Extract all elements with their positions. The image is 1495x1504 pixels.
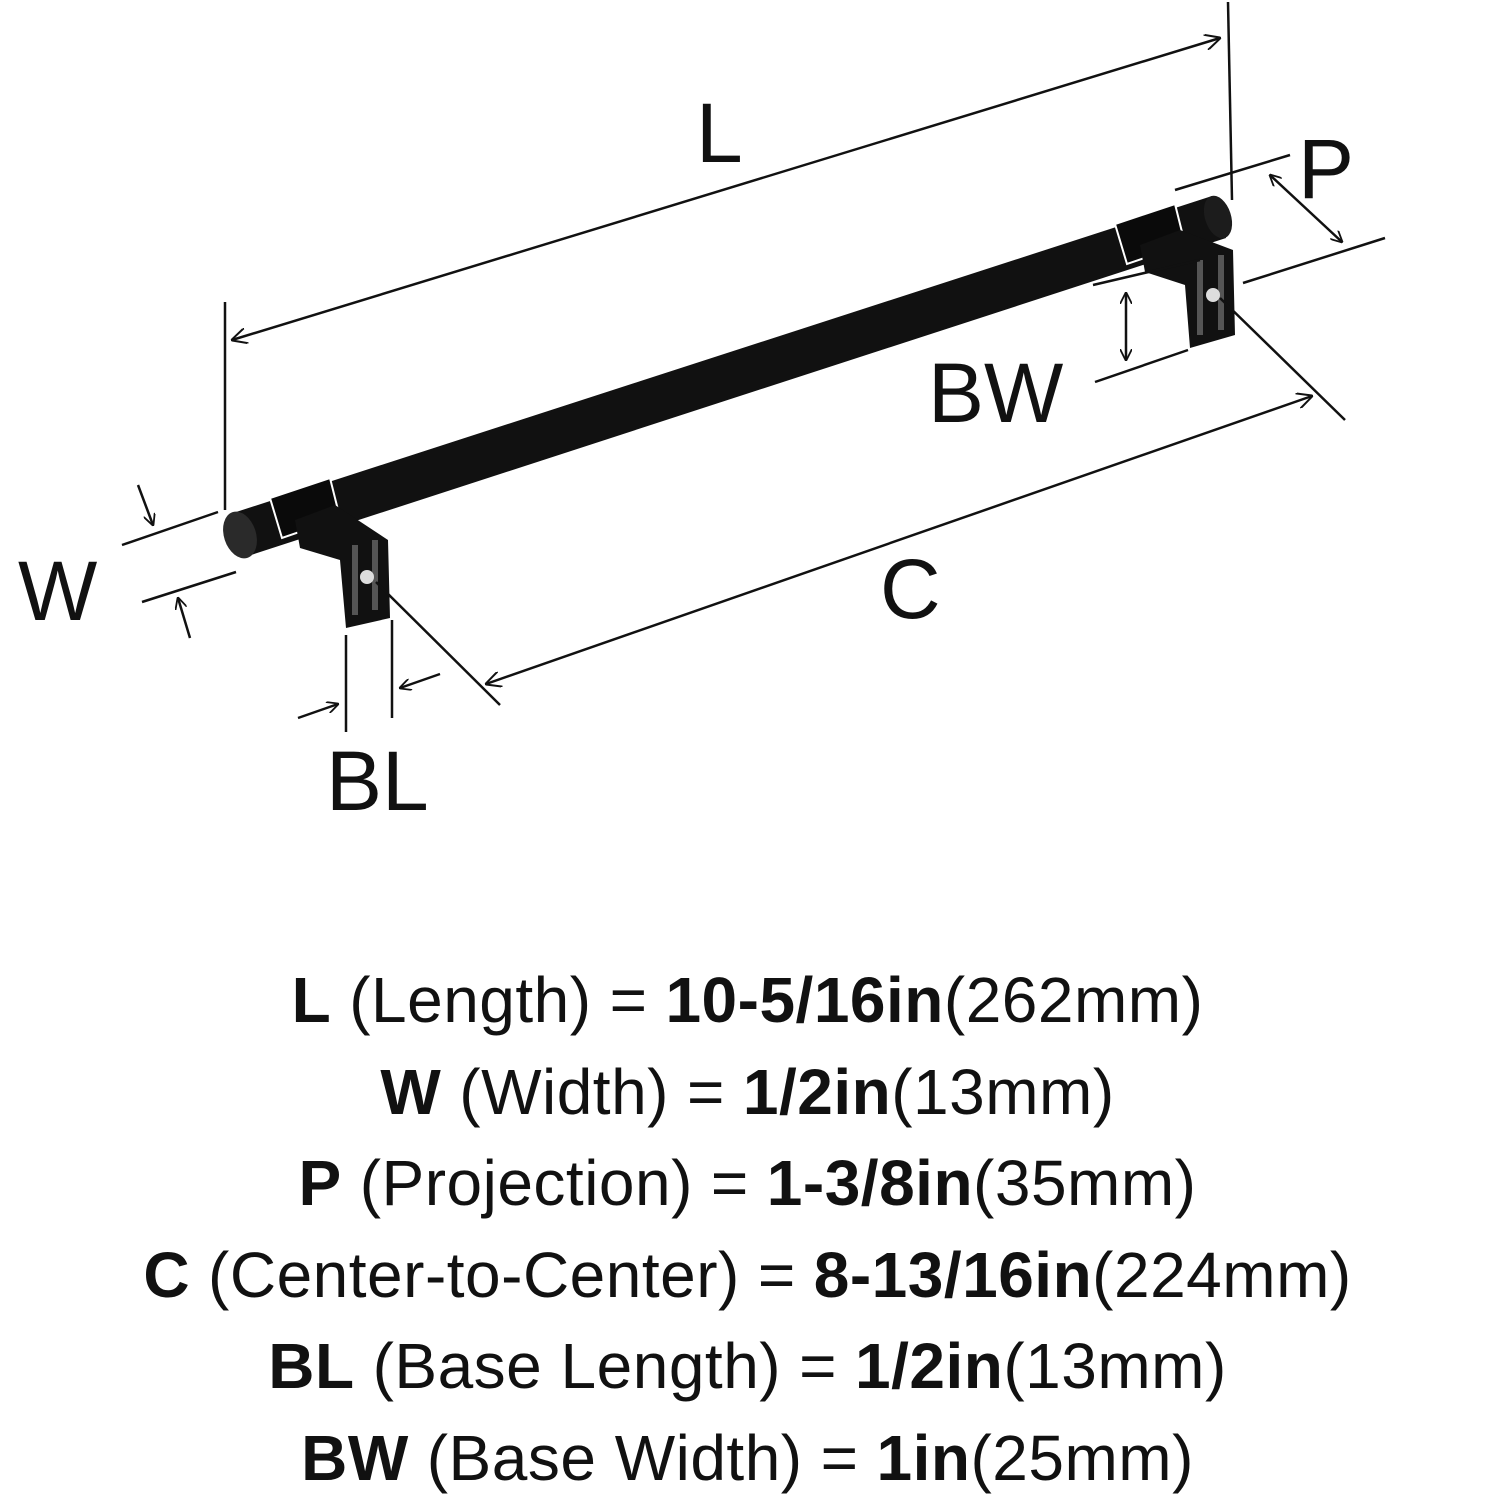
specifications-list: L(Length)=10-5/16in(262mm)W(Width)=1/2in… xyxy=(0,955,1495,1504)
label-P: P xyxy=(1298,122,1354,216)
spec-symbol: L xyxy=(292,964,332,1036)
spec-equals: = xyxy=(610,964,648,1036)
spec-name: (Center-to-Center) xyxy=(208,1239,740,1311)
label-L: L xyxy=(696,86,743,180)
label-C: C xyxy=(880,542,941,636)
spec-metric-value: (13mm) xyxy=(891,1056,1114,1128)
spec-equals: = xyxy=(711,1147,749,1219)
spec-imperial-value: 10-5/16in xyxy=(665,964,943,1036)
spec-name: (Base Width) xyxy=(427,1422,803,1494)
screw-right xyxy=(1206,288,1220,302)
spec-imperial-value: 8-13/16in xyxy=(814,1239,1092,1311)
spec-name: (Width) xyxy=(459,1056,669,1128)
dimension-width xyxy=(122,485,236,638)
label-BW: BW xyxy=(928,346,1063,440)
spec-row: P(Projection)=1-3/8in(35mm) xyxy=(0,1138,1495,1230)
spec-row: W(Width)=1/2in(13mm) xyxy=(0,1047,1495,1139)
dimension-center-to-center xyxy=(376,298,1345,705)
spec-symbol: BW xyxy=(301,1422,409,1494)
spec-equals: = xyxy=(758,1239,796,1311)
spec-imperial-value: 1/2in xyxy=(743,1056,891,1128)
spec-imperial-value: 1/2in xyxy=(855,1330,1003,1402)
spec-name: (Projection) xyxy=(360,1147,693,1219)
spec-metric-value: (13mm) xyxy=(1003,1330,1226,1402)
dimension-drawing: L P BW C W BL xyxy=(0,0,1495,880)
spec-row: BL (Base Length)=1/2in(13mm) xyxy=(0,1321,1495,1413)
spec-symbol: C xyxy=(143,1239,190,1311)
label-W: W xyxy=(18,544,97,638)
label-BL: BL xyxy=(326,734,429,828)
spec-imperial-value: 1in xyxy=(876,1422,970,1494)
spec-metric-value: (25mm) xyxy=(970,1422,1193,1494)
spec-symbol: P xyxy=(299,1147,342,1219)
spec-equals: = xyxy=(687,1056,725,1128)
handle-bar xyxy=(233,196,1226,556)
spec-row: L(Length) =10-5/16in(262mm) xyxy=(0,955,1495,1047)
base-left-slot xyxy=(352,545,358,615)
spec-imperial-value: 1-3/8in xyxy=(767,1147,973,1219)
spec-symbol: BL xyxy=(268,1330,354,1402)
spec-name: (Length) xyxy=(349,964,591,1036)
base-right-slot xyxy=(1197,260,1203,335)
spec-equals: = xyxy=(821,1422,859,1494)
spec-metric-value: (35mm) xyxy=(973,1147,1196,1219)
spec-row: BW(Base Width)=1in(25mm) xyxy=(0,1413,1495,1504)
spec-metric-value: (224mm) xyxy=(1092,1239,1352,1311)
spec-equals: = xyxy=(799,1330,837,1402)
spec-metric-value: (262mm) xyxy=(944,964,1204,1036)
screw-left xyxy=(360,570,374,584)
dimension-base-length xyxy=(298,620,440,732)
spec-symbol: W xyxy=(380,1056,441,1128)
handle-pull xyxy=(217,192,1237,628)
spec-row: C(Center-to-Center)=8-13/16in(224mm) xyxy=(0,1230,1495,1322)
spec-name: (Base Length) xyxy=(373,1330,782,1402)
